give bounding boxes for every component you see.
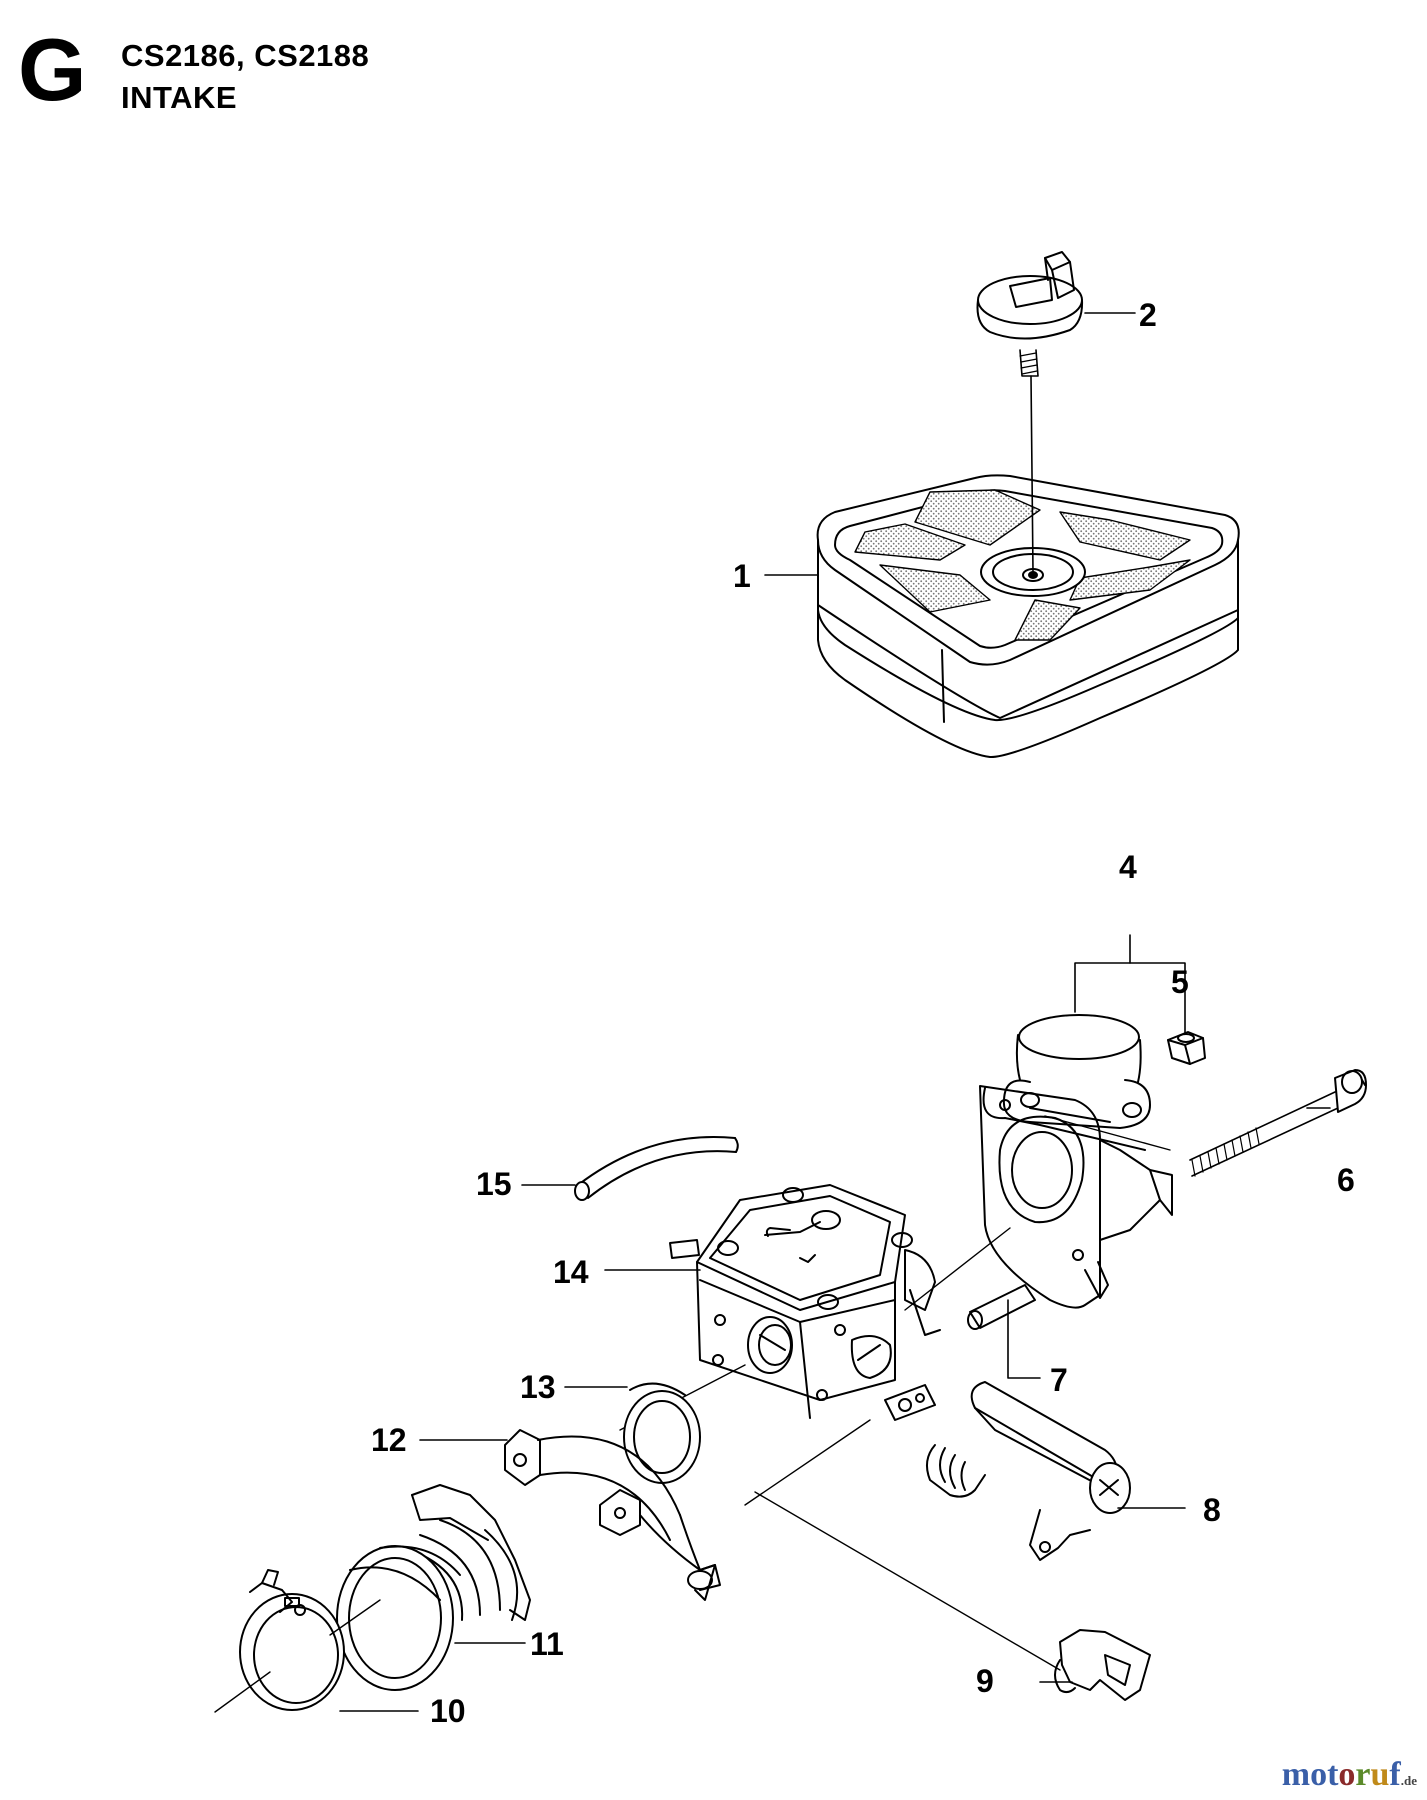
fuel-hose-part-15 — [574, 1136, 739, 1201]
lever-part-9 — [754, 1491, 1151, 1701]
callout-7: 7 — [1050, 1362, 1068, 1398]
callout-5: 5 — [1171, 964, 1189, 1000]
section-letter: G — [18, 20, 87, 119]
leader-lines — [339, 312, 1331, 1712]
watermark-letter: u — [1370, 1756, 1390, 1793]
callout-2: 2 — [1139, 297, 1157, 333]
callout-12: 12 — [371, 1422, 407, 1458]
callout-9: 9 — [976, 1663, 994, 1699]
bolt-part-6 — [1044, 1069, 1367, 1177]
callout-15: 15 — [476, 1166, 512, 1202]
callout-14: 14 — [553, 1254, 589, 1290]
hose-clamp-part-10 — [214, 1569, 381, 1713]
callout-4: 4 — [1119, 849, 1137, 885]
watermark-logo: motoruf.de — [1282, 1756, 1417, 1794]
watermark-letter: f — [1389, 1756, 1401, 1793]
section-title: INTAKE — [121, 80, 238, 115]
carburetor-flange-part-4 — [979, 1014, 1173, 1309]
model-numbers: CS2186, CS2188 — [121, 38, 370, 73]
watermark-letter: m — [1281, 1756, 1311, 1793]
pin-part-7 — [967, 1284, 1036, 1330]
carburetor-part-14 — [619, 1184, 1011, 1506]
choke-part-8 — [925, 1381, 1131, 1561]
nut-part-5 — [1167, 1031, 1206, 1065]
gasket-ring-part-13 — [623, 1382, 701, 1484]
callout-10: 10 — [430, 1693, 466, 1729]
callout-13: 13 — [520, 1369, 556, 1405]
watermark-letter: r — [1355, 1756, 1371, 1793]
air-filter-part-1 — [816, 474, 1240, 759]
watermark-letter: o — [1338, 1756, 1356, 1793]
watermark-letter: t — [1327, 1756, 1339, 1793]
callout-8: 8 — [1203, 1492, 1221, 1528]
callout-1: 1 — [733, 558, 751, 594]
callout-11: 11 — [530, 1626, 564, 1662]
clamp-bracket-part-12 — [504, 1429, 721, 1601]
filter-knob-part-2 — [976, 251, 1084, 573]
callout-6: 6 — [1337, 1162, 1355, 1198]
watermark-letter: o — [1310, 1756, 1328, 1793]
intake-boot-part-11 — [336, 1484, 531, 1691]
watermark-suffix: .de — [1400, 1773, 1417, 1788]
